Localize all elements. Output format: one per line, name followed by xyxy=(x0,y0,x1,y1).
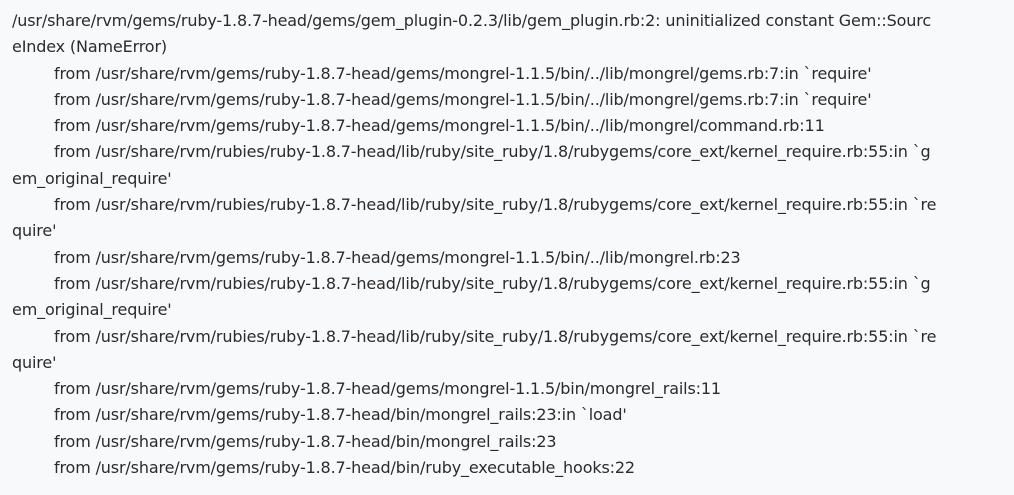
trace-line: from /usr/share/rvm/gems/ruby-1.8.7-head… xyxy=(54,247,741,267)
trace-line-continuation: em_original_require' xyxy=(12,300,172,320)
trace-line: from /usr/share/rvm/gems/ruby-1.8.7-head… xyxy=(54,63,872,83)
trace-line: from /usr/share/rvm/rubies/ruby-1.8.7-he… xyxy=(54,326,937,346)
trace-line-continuation: quire' xyxy=(12,221,57,241)
trace-line: from /usr/share/rvm/gems/ruby-1.8.7-head… xyxy=(54,89,872,109)
error-message-line: /usr/share/rvm/gems/ruby-1.8.7-head/gems… xyxy=(12,11,931,30)
trace-line-continuation: quire' xyxy=(12,352,57,372)
error-trace: /usr/share/rvm/gems/ruby-1.8.7-head/gems… xyxy=(12,8,1002,481)
trace-line: from /usr/share/rvm/gems/ruby-1.8.7-head… xyxy=(54,405,627,425)
trace-line: from /usr/share/rvm/gems/ruby-1.8.7-head… xyxy=(54,116,825,136)
error-message-continuation: eIndex (NameError) xyxy=(12,37,167,57)
trace-line: from /usr/share/rvm/gems/ruby-1.8.7-head… xyxy=(54,458,635,478)
trace-line-continuation: em_original_require' xyxy=(12,168,172,188)
trace-line: from /usr/share/rvm/gems/ruby-1.8.7-head… xyxy=(54,431,557,451)
trace-line: from /usr/share/rvm/rubies/ruby-1.8.7-he… xyxy=(54,273,931,293)
trace-line: from /usr/share/rvm/rubies/ruby-1.8.7-he… xyxy=(54,195,937,215)
trace-line: from /usr/share/rvm/gems/ruby-1.8.7-head… xyxy=(54,379,721,399)
trace-line: from /usr/share/rvm/rubies/ruby-1.8.7-he… xyxy=(54,142,931,162)
